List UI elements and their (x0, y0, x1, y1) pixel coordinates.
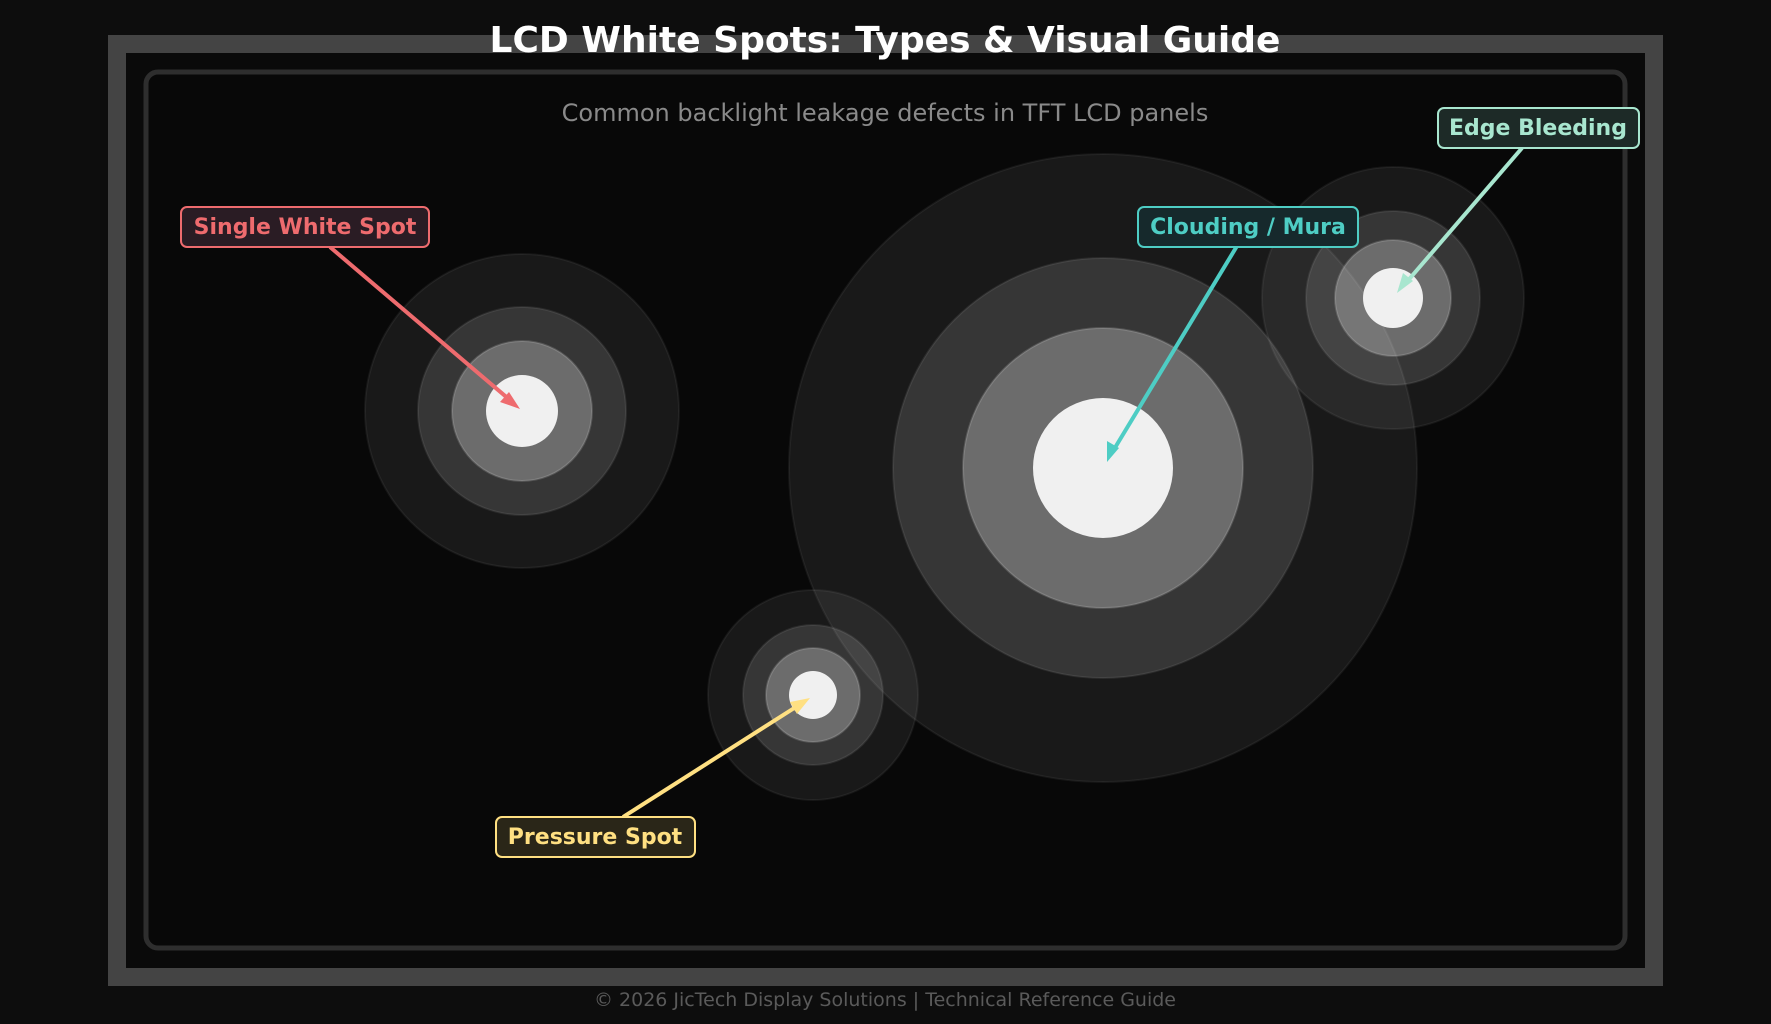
edge-bleeding-arrow (1403, 146, 1524, 286)
clouding-spot (788, 153, 1418, 783)
pressure-label: Pressure Spot (508, 825, 683, 850)
single-spot-arrowhead (500, 392, 520, 409)
single-label-box (180, 206, 430, 248)
pressure-arrow (621, 703, 801, 819)
callout-edge: Edge Bleeding (1437, 107, 1640, 149)
page-subtitle: Common backlight leakage defects in TFT … (562, 99, 1209, 127)
pressure-label-box (495, 816, 696, 858)
clouding-arrow (1111, 244, 1239, 453)
callout-arrows (328, 146, 1524, 819)
clouding-label-box (1137, 206, 1359, 248)
footer-copyright: © 2026 JicTech Display Solutions | Techn… (594, 989, 1176, 1011)
screen-panel (143, 69, 1628, 951)
page-title: LCD White Spots: Types & Visual Guide (490, 20, 1281, 61)
edge-label: Edge Bleeding (1449, 116, 1627, 141)
pressure-spot (707, 589, 919, 801)
callout-clouding: Clouding / Mura (1137, 206, 1359, 248)
single-white-spot (364, 253, 680, 569)
clouding-arrowhead (1107, 441, 1119, 462)
single-label: Single White Spot (194, 215, 417, 240)
edge-label-box (1437, 107, 1640, 149)
single-spot-arrow (328, 245, 513, 403)
pressure-arrowhead (790, 698, 810, 714)
callout-pressure: Pressure Spot (495, 816, 696, 858)
callout-single: Single White Spot (180, 206, 430, 248)
monitor-bezel (108, 35, 1663, 986)
clouding-label: Clouding / Mura (1150, 215, 1346, 240)
edge-bleeding-arrowhead (1397, 273, 1413, 293)
